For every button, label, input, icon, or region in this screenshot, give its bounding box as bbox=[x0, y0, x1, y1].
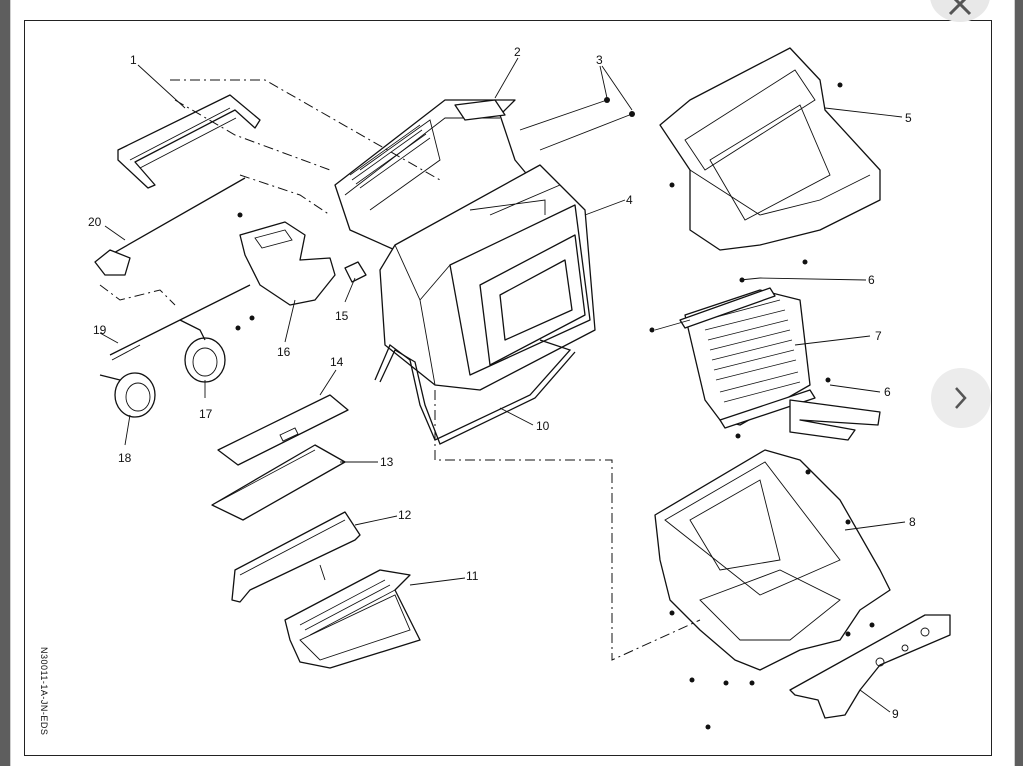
callout-5: 5 bbox=[905, 111, 912, 125]
part-19-linkage bbox=[109, 284, 251, 361]
callout-7: 7 bbox=[875, 329, 882, 343]
part-16-actuator-bracket bbox=[235, 212, 336, 331]
callout-9: 9 bbox=[892, 707, 899, 721]
assembly-paths bbox=[99, 79, 701, 661]
part-11-door bbox=[284, 569, 421, 669]
part-15-clip bbox=[344, 261, 367, 283]
diagram-frame bbox=[24, 20, 992, 756]
part-12-door bbox=[231, 511, 361, 603]
part-14-plate bbox=[217, 394, 349, 466]
callout-2: 2 bbox=[514, 45, 521, 59]
part-10-seal bbox=[374, 339, 576, 445]
part-18-motor bbox=[99, 372, 156, 418]
part-8-lower-housing bbox=[654, 449, 891, 730]
drawing-reference-code: N30011-1A-JN-EDS bbox=[34, 647, 54, 750]
callout-19: 19 bbox=[93, 323, 107, 337]
close-button[interactable] bbox=[930, 0, 990, 22]
callout-3: 3 bbox=[596, 53, 603, 67]
callout-8: 8 bbox=[909, 515, 916, 529]
part-1-cover bbox=[117, 94, 261, 189]
callout-12: 12 bbox=[398, 508, 412, 522]
callout-14: 14 bbox=[330, 355, 344, 369]
next-image-button[interactable] bbox=[931, 368, 991, 428]
callout-17: 17 bbox=[199, 407, 213, 421]
part-5-upper-housing bbox=[659, 47, 881, 265]
callout-labels: 1 2 3 4 5 6 7 6 8 9 10 11 12 13 14 15 16… bbox=[88, 45, 916, 721]
close-icon bbox=[948, 0, 972, 16]
part-3-screws bbox=[519, 97, 635, 151]
reference-code-text: N30011-1A-JN-EDS bbox=[39, 647, 49, 736]
callout-18: 18 bbox=[118, 451, 132, 465]
callout-20: 20 bbox=[88, 215, 102, 229]
callout-6a: 6 bbox=[868, 273, 875, 287]
callout-leaders bbox=[99, 57, 906, 713]
part-20-cable bbox=[94, 177, 246, 276]
part-4-heater-housing bbox=[379, 164, 596, 391]
callout-16: 16 bbox=[277, 345, 291, 359]
callout-4: 4 bbox=[626, 193, 633, 207]
callout-10: 10 bbox=[536, 419, 550, 433]
callout-1: 1 bbox=[130, 53, 137, 67]
callout-11: 11 bbox=[466, 569, 479, 583]
callout-6b: 6 bbox=[884, 385, 891, 399]
callout-15: 15 bbox=[335, 309, 349, 323]
callout-13: 13 bbox=[380, 455, 394, 469]
part-17-motor bbox=[179, 319, 226, 383]
part-7-heater-core bbox=[649, 277, 881, 441]
chevron-right-icon bbox=[955, 387, 967, 409]
